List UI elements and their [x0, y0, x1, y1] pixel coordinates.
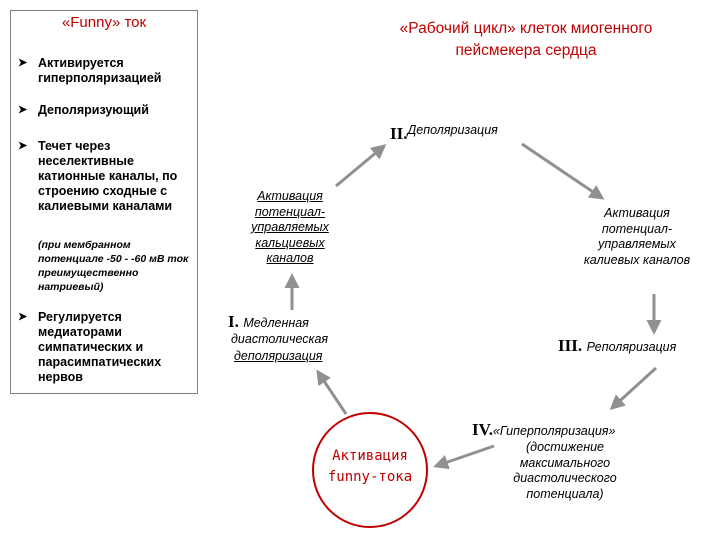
funny-current-circle — [312, 412, 428, 528]
phase-1-text-a: Медленная — [243, 316, 309, 330]
bullet-text: Активируется гиперполяризацией — [38, 56, 162, 85]
arrow-bullet-icon: ➤ — [18, 57, 28, 69]
phase-4-numeral: IV. — [472, 420, 493, 439]
calcium-channel-activation: Активация потенциал-управляемых кальциев… — [251, 189, 329, 265]
phase-4-label: IV.«Гиперполяризация» — [472, 420, 615, 440]
phase-2-text: Деполяризация — [407, 123, 498, 137]
phase-3-numeral: III. — [558, 336, 583, 355]
bullet-note: (при мембранном потенциале -50 - -60 мВ … — [38, 239, 189, 293]
left-panel-title: «Funny» ток — [61, 14, 147, 31]
arrow-phase4-to-funny — [433, 444, 495, 470]
left-panel-box — [10, 10, 198, 394]
arrow-bullet-icon: ➤ — [18, 140, 28, 152]
phase-1-numeral: I. — [228, 312, 239, 331]
funny-current-activation: Активация funny-тока — [327, 448, 413, 485]
potassium-channel-activation: Активация потенциал-управляемых калиевых… — [583, 206, 691, 267]
arrow-bullet-icon: ➤ — [18, 311, 28, 323]
phase-3-label: III. Реполяризация — [558, 336, 676, 356]
bullet-text: Течет через неселективные катионные кана… — [38, 139, 178, 213]
phase-2-numeral: II. — [390, 124, 408, 143]
arrow-funny-to-phase1 — [316, 369, 348, 415]
phase-2-label: II.Деполяризация — [390, 123, 498, 144]
phase-1-label: I. Медленная — [228, 312, 309, 332]
arrow-phase3-to-phase4 — [609, 366, 658, 411]
phase-4-text: «Гиперполяризация» — [492, 424, 616, 438]
bullet-text: Регулируется медиаторами симпатических и… — [38, 310, 162, 384]
phase-4-subtext: (достижение максимального диастолическог… — [513, 440, 617, 501]
phase-1-text-b: диастолическая — [231, 332, 329, 346]
phase-3-text: Реполяризация — [586, 340, 677, 354]
arrow-phase2-to-potassium — [521, 142, 605, 200]
diagram-title: «Рабочий цикл» клеток миогенного пейсмек… — [399, 20, 653, 59]
arrow-bullet-icon: ➤ — [18, 104, 28, 116]
phase-1-text-c: деполяризация — [234, 349, 323, 363]
arrow-calcium-to-phase2 — [335, 144, 387, 188]
bullet-text: Деполяризующий — [38, 103, 149, 117]
